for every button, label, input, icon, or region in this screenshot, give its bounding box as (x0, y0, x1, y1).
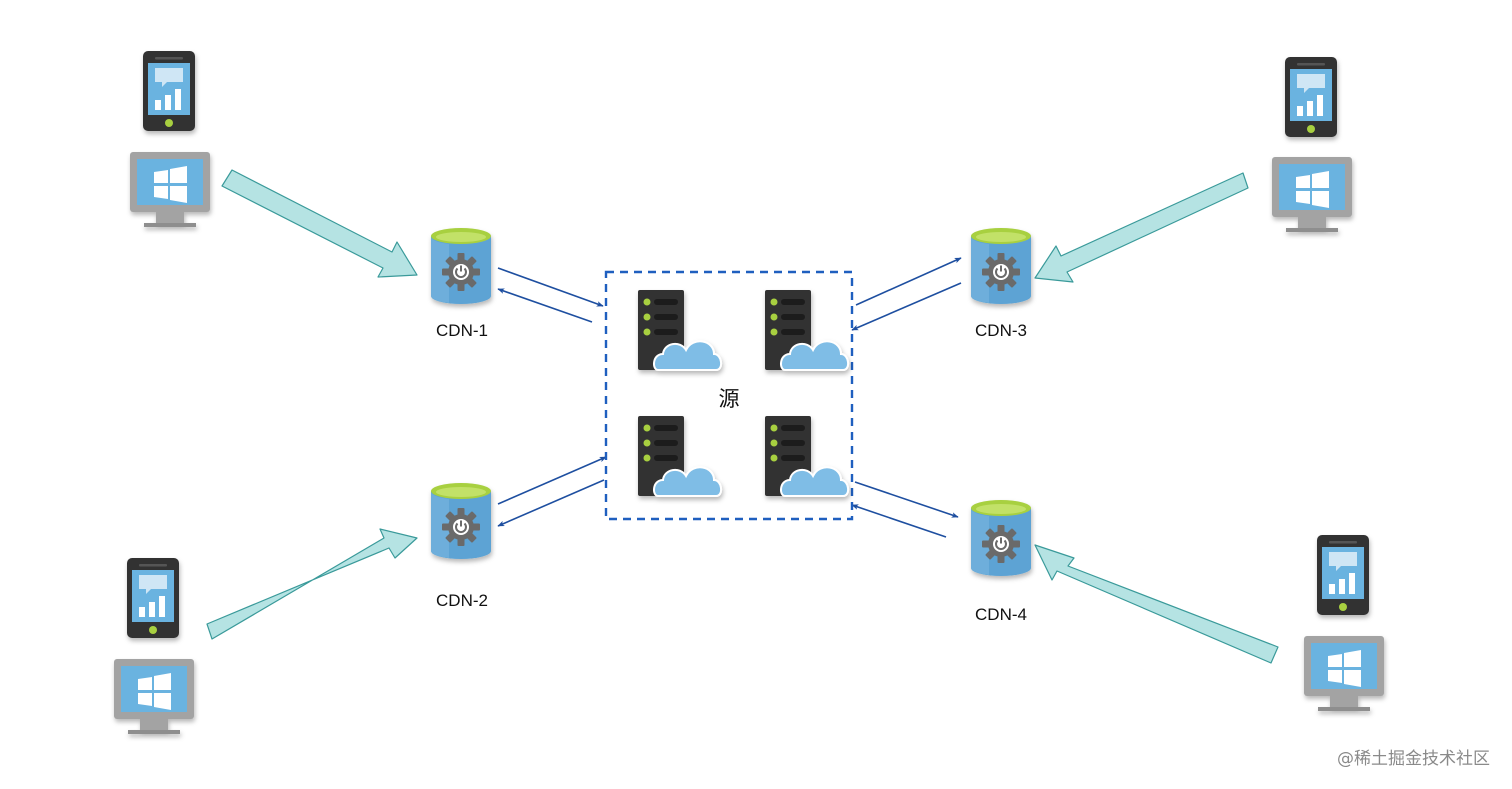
cdn-database-icon (969, 227, 1032, 305)
phone-icon (1317, 535, 1369, 615)
cdn-database-icon (429, 482, 492, 560)
watermark-text: @稀土掘金技术社区 (1337, 749, 1490, 769)
request-arrows (206, 169, 1279, 664)
cdn-2-label: CDN-2 (436, 591, 488, 610)
origin-server-icon (764, 289, 850, 371)
origin-to-cdn-2-arrow (497, 479, 605, 527)
origin-to-cdn-1-arrow (497, 288, 593, 323)
cdn-3-label: CDN-3 (975, 321, 1027, 340)
cdn-4-to-origin-arrow (851, 504, 947, 538)
origin-server-icon (637, 289, 723, 371)
origin-boundary (604, 270, 854, 521)
cdn-node-1: CDN-1 (429, 227, 492, 340)
client-to-cdn-4-arrow (1034, 544, 1279, 664)
origin-to-cdn-4-arrow (854, 481, 959, 518)
cdn-1-label: CDN-1 (436, 321, 488, 340)
cdn-node-4: CDN-4 (969, 499, 1032, 624)
sync-arrows (497, 257, 962, 538)
phone-icon (127, 558, 179, 638)
windows-monitor-icon (1304, 636, 1384, 711)
cdn-database-icon (969, 499, 1032, 577)
cdn-database-icon (429, 227, 492, 305)
cdn-1-to-origin-arrow (497, 267, 604, 307)
client-group-bottom-right (1304, 535, 1384, 711)
origin-label: 源 (719, 387, 740, 411)
cdn-4-label: CDN-4 (975, 605, 1027, 624)
origin-server-icon (764, 415, 850, 497)
client-group-top-left (130, 51, 210, 227)
cdn-node-2: CDN-2 (429, 482, 492, 610)
cdn-3-to-origin-arrow (851, 282, 962, 331)
client-group-bottom-left (114, 558, 194, 734)
phone-icon (143, 51, 195, 131)
windows-monitor-icon (130, 152, 210, 227)
cdn-node-3: CDN-3 (969, 227, 1032, 340)
cdn-2-to-origin-arrow (497, 456, 607, 505)
client-to-cdn-2-arrow (206, 528, 418, 640)
phone-icon (1285, 57, 1337, 137)
client-to-cdn-1-arrow (221, 169, 418, 278)
windows-monitor-icon (114, 659, 194, 734)
origin-cluster: 源 (604, 270, 854, 521)
client-group-top-right (1272, 57, 1352, 232)
origin-server-icon (637, 415, 723, 497)
client-to-cdn-3-arrow (1034, 172, 1249, 283)
origin-to-cdn-3-arrow (855, 257, 962, 306)
windows-monitor-icon (1272, 157, 1352, 232)
